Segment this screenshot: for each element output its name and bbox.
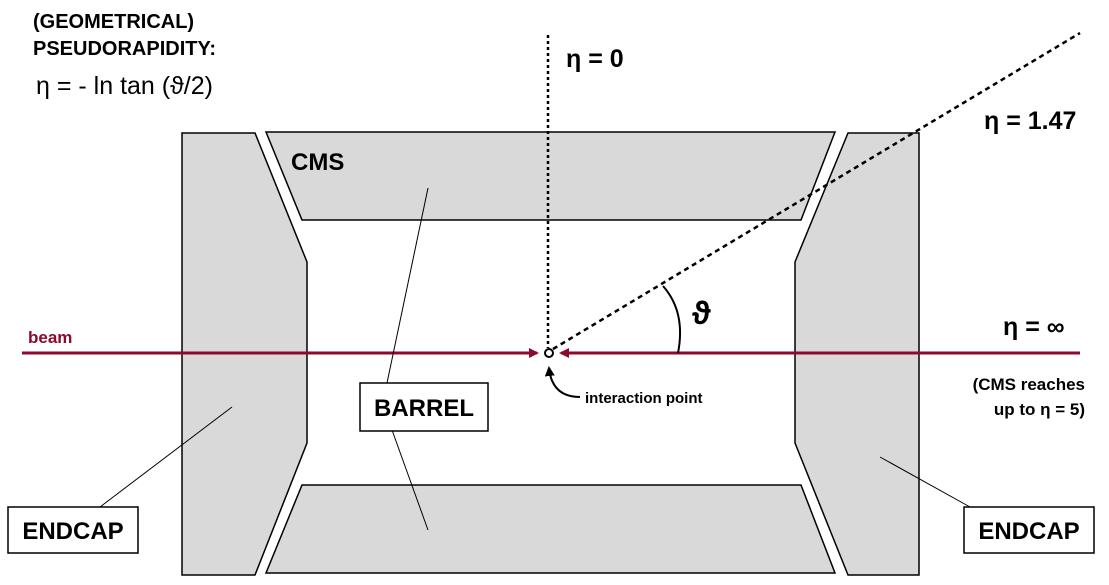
barrel-leader-top [386,187,429,384]
cms-label: CMS [291,149,344,176]
endcap-right-label: ENDCAP [978,518,1079,545]
barrel-bottom-shape [264,484,837,574]
endcap-left-label: ENDCAP [22,518,123,545]
barrel-leader-bottom [391,429,429,531]
beam-label: beam [28,328,72,347]
interaction-point-label: interaction point [585,390,703,407]
cms-reach-line-1: (CMS reaches [973,375,1085,394]
eta-147-label: η = 1.47 [984,107,1076,135]
endcap-left-leader [99,406,233,508]
heading-line-1: (GEOMETRICAL) [33,11,194,33]
barrel-label-box [359,382,489,432]
theta-label: ϑ [692,295,711,331]
eta-147-line [552,31,1081,351]
barrel-label: BARREL [374,395,474,422]
endcap-left-label-box [7,506,139,554]
eta-infinity-label: η = ∞ [1003,313,1065,341]
eta-zero-label: η = 0 [566,45,624,73]
endcap-right-label-box [963,506,1095,554]
interaction-point-arrow [544,366,581,398]
heading-line-2: PSEUDORAPIDITY: [33,38,216,60]
interaction-point-marker [544,348,554,358]
barrel-top-shape [264,131,837,221]
theta-angle-arc [662,285,682,354]
cms-reach-line-2: up to η = 5) [994,400,1085,419]
pseudorapidity-formula: η = - ln tan (ϑ/2) [36,72,213,100]
endcap-right-leader [879,456,971,508]
